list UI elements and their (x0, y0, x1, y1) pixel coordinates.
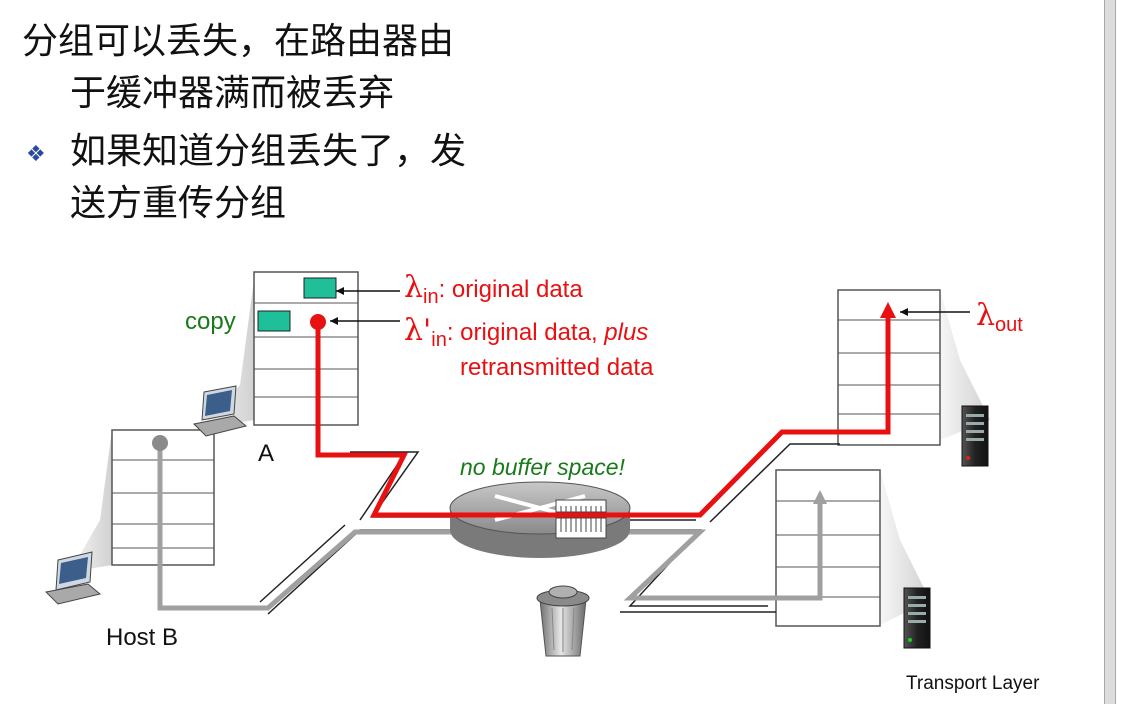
laptop-b-icon (44, 551, 102, 605)
host-b-label: Host B (106, 624, 179, 651)
beam-a (200, 272, 255, 428)
text-line-3: 如果知道分组丢失了，发 (70, 131, 467, 172)
server-2-icon (903, 587, 931, 649)
red-path (315, 312, 891, 518)
text-line-4: 送方重传分组 (70, 183, 287, 224)
laptop-a-icon (192, 385, 248, 437)
diamond-bullet-icon: ❖ (26, 142, 46, 167)
beam-b (70, 430, 112, 572)
lambda-out-label: λout (976, 298, 1023, 336)
no-buffer-label: no buffer space! (460, 454, 625, 480)
text-line-1: 分组可以丢失，在路由器由 (22, 21, 455, 62)
red-arrow (880, 302, 896, 318)
trash-can-icon (536, 585, 590, 657)
beam-out (940, 290, 990, 440)
host-b-buffer (111, 429, 215, 566)
beam-recv (880, 470, 930, 625)
gray-arrow (813, 490, 827, 504)
host-a-label: A (258, 440, 275, 467)
footer-transport-layer: Transport Layer (906, 673, 1040, 694)
lambda-in-label: λin: original data (404, 270, 583, 308)
receiver-buffer (775, 469, 881, 627)
lambda-in-prime-label: λ'in: original data, plus (404, 313, 649, 351)
vertical-scrollbar[interactable] (1104, 0, 1116, 704)
host-b-dot (152, 435, 168, 451)
retransmitted-label: retransmitted data (460, 354, 654, 381)
text-line-2: 于缓冲器满而被丢弃 (70, 73, 395, 114)
server-1-icon (961, 405, 989, 467)
copy-label: copy (185, 308, 236, 335)
red-dot (310, 314, 326, 330)
host-a-buffer (253, 271, 359, 426)
router-icon (449, 481, 631, 558)
